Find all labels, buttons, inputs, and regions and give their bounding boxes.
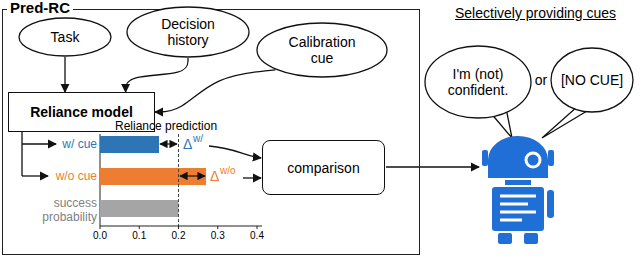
axis-tick: [139, 226, 140, 229]
robot-ear: [548, 150, 554, 166]
node-label: Calibration cue: [282, 34, 362, 66]
input-ellipse: Task: [18, 17, 112, 57]
delta-superscript: w/o: [220, 165, 236, 177]
flow-connector: [64, 57, 65, 92]
node-label: comparison: [287, 160, 359, 176]
robot-leg: [524, 233, 538, 244]
speech-bubble: I'm (not) confident.: [424, 45, 532, 119]
tick-label: 0.4: [250, 230, 264, 242]
frame-title: Pred-RC: [7, 0, 73, 17]
text-holder: Decision history: [126, 6, 250, 58]
reliance-chart: [100, 134, 262, 229]
tick-label: 0.2: [172, 230, 186, 242]
flow-connector: [126, 58, 188, 92]
delta-arrow: [160, 143, 177, 144]
series-label: success probability: [25, 196, 97, 224]
axis-tick: [217, 226, 218, 229]
panel-line: [500, 219, 522, 222]
text-block: comparison: [287, 160, 359, 176]
delta-superscript: w/: [193, 133, 203, 145]
robot-body: [492, 187, 544, 231]
to-comparison-arrow: [243, 177, 261, 178]
input-ellipse: Decision history: [126, 6, 250, 58]
text-block: Calibration cue: [282, 34, 362, 66]
delta-arrow: [180, 175, 205, 176]
bar-without-cue: [100, 168, 206, 185]
panel-line: [500, 211, 536, 214]
branch-arrow: [22, 175, 48, 176]
axis-tick: [100, 226, 101, 229]
node-label: [NO CUE]: [561, 72, 623, 88]
robot-neck: [505, 180, 531, 185]
series-label: w/o cue: [56, 169, 97, 183]
panel-line: [500, 195, 536, 198]
tick-label: 0.3: [211, 230, 225, 242]
series-label: w/ cue: [62, 137, 97, 151]
bar-success: [100, 200, 179, 217]
input-ellipse: Calibration cue: [256, 22, 388, 78]
tick-label: 0.0: [93, 230, 107, 242]
robot-panel: [500, 196, 536, 220]
panel-line: [500, 203, 528, 206]
chart-title: Reliance prediction: [115, 119, 217, 133]
robot-head: [488, 136, 548, 178]
bar-with-cue: [100, 136, 159, 153]
ellipse-shape: [19, 18, 111, 56]
text-holder: Task: [18, 17, 112, 57]
robot-leg: [498, 233, 512, 244]
delta-symbol: Δ: [183, 136, 192, 152]
text-block: Task: [51, 29, 80, 45]
text-holder: I'm (not) confident.: [424, 45, 532, 119]
to-robot-arrow: [386, 166, 479, 167]
flow-connector: [155, 70, 275, 112]
text-block: [NO CUE]: [561, 72, 623, 88]
text-block: Reliance model: [30, 104, 133, 120]
node-label: Decision history: [156, 16, 220, 48]
axis-tick: [178, 226, 179, 229]
node-label: Task: [51, 29, 80, 45]
comparison-box: comparison: [262, 140, 385, 195]
ellipse-shape: [425, 46, 531, 118]
speech-bubble: [NO CUE]: [550, 47, 634, 113]
node-label: I'm (not) confident.: [441, 66, 515, 98]
text-block: I'm (not) confident.: [441, 66, 515, 98]
ellipse-shape: [257, 23, 387, 77]
text-holder: Calibration cue: [256, 22, 388, 78]
delta-symbol: Δ: [210, 168, 219, 184]
connector-word: or: [535, 72, 547, 88]
robot-ear: [482, 150, 488, 166]
robot-arm: [547, 190, 554, 218]
text-holder: [NO CUE]: [550, 47, 634, 113]
x-axis: [100, 226, 262, 227]
ellipse-shape: [551, 48, 633, 112]
axis-tick: [257, 226, 258, 229]
branch-arrow: [22, 143, 56, 144]
text-holder: comparison: [263, 141, 384, 194]
tick-label: 0.1: [132, 230, 146, 242]
robot-eye: [526, 153, 540, 167]
threshold-line: [178, 134, 179, 226]
to-comparison-arrow: [209, 146, 261, 158]
robot-icon: [482, 136, 554, 244]
node-label: Reliance model: [30, 104, 133, 120]
ellipse-shape: [127, 7, 249, 57]
panel-heading: Selectively providing cues: [455, 5, 616, 21]
text-block: Decision history: [156, 16, 220, 48]
